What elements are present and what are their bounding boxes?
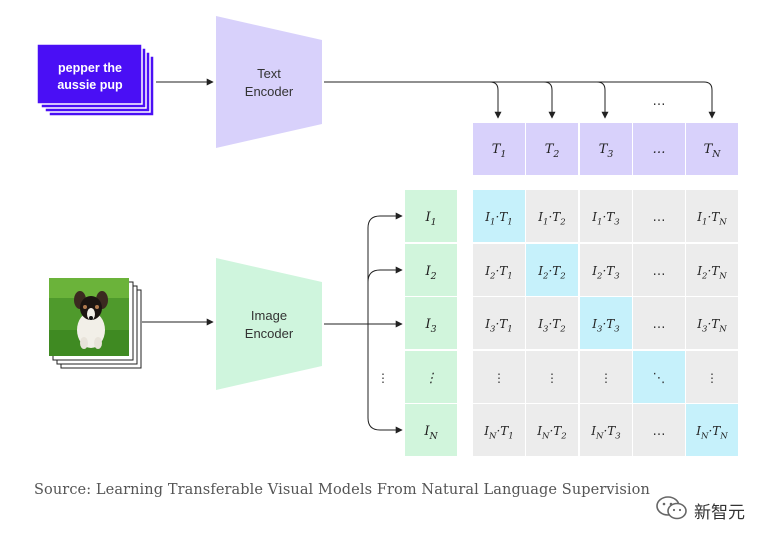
matrix-cell-label: IN·T1 xyxy=(483,424,513,442)
matrix-cell-diagonal xyxy=(686,404,738,456)
matrix-cell-label: … xyxy=(653,264,666,279)
left-ellipsis: ⋮ xyxy=(377,371,389,385)
text-input-stack: pepper the aussie pup xyxy=(36,43,155,117)
watermark: 新智元 xyxy=(652,494,762,524)
matrix-cell xyxy=(686,297,738,349)
dog-photo xyxy=(49,278,129,356)
matrix-cell xyxy=(526,297,578,349)
matrix-cell xyxy=(686,190,738,242)
matrix-cell-label: … xyxy=(653,424,666,439)
text-token-row: T1 T2 T3 … TN xyxy=(473,123,738,175)
text-token-cell xyxy=(473,123,525,175)
matrix-cell-label: … xyxy=(653,210,666,225)
text-token-cell xyxy=(686,123,738,175)
matrix-cell xyxy=(526,190,578,242)
matrix-cell-label: I2·T3 xyxy=(591,264,619,282)
matrix-cell xyxy=(580,190,632,242)
image-token-label: I3 xyxy=(424,317,436,335)
matrix-cell-label: I3·T2 xyxy=(537,317,565,335)
matrix-cell-label: ⋱ xyxy=(653,371,666,386)
text-token-label: T2 xyxy=(545,142,560,160)
image-encoder-line2: Encoder xyxy=(245,326,294,341)
matrix-cell-label: I1·T1 xyxy=(484,210,512,228)
matrix-cell-label: ⋮ xyxy=(493,371,505,385)
image-token-label: IN xyxy=(423,424,438,442)
matrix-cell-label: ⋮ xyxy=(600,371,612,385)
matrix-cell xyxy=(633,244,685,296)
image-token-cell xyxy=(405,297,457,349)
top-ellipsis: … xyxy=(653,94,666,109)
matrix-cell-label: I3·T3 xyxy=(591,317,619,335)
matrix-cell-diagonal xyxy=(580,297,632,349)
matrix-cell-label: I2·T2 xyxy=(537,264,565,282)
source-caption: Source: Learning Transferable Visual Mod… xyxy=(34,482,650,498)
text-input-line1: pepper the xyxy=(58,61,122,75)
matrix-cell-label: ⋮ xyxy=(546,371,558,385)
image-token-label: ⋮ xyxy=(425,371,438,386)
text-token-label: T3 xyxy=(599,142,614,160)
matrix-cell-label: I3·T1 xyxy=(484,317,512,335)
matrix-cell-label: I1·T3 xyxy=(591,210,619,228)
matrix-cell xyxy=(686,351,738,403)
image-encoder: Image Encoder xyxy=(216,258,322,390)
image-token-cell xyxy=(405,244,457,296)
image-token-cell xyxy=(405,190,457,242)
image-input-stack xyxy=(49,278,142,369)
text-encoder-line1: Text xyxy=(257,66,281,81)
text-encoder-line2: Encoder xyxy=(245,84,294,99)
matrix-cell-diagonal xyxy=(473,190,525,242)
matrix-cell xyxy=(526,404,578,456)
text-encoder: Text Encoder xyxy=(216,16,322,148)
matrix-cell xyxy=(580,244,632,296)
text-token-cell xyxy=(580,123,632,175)
matrix-cell xyxy=(580,351,632,403)
text-token-label: T1 xyxy=(492,142,507,160)
matrix-cell xyxy=(526,351,578,403)
matrix-cell xyxy=(633,190,685,242)
matrix-cell-label: ⋮ xyxy=(706,371,718,385)
matrix-cell-label: IN·T2 xyxy=(536,424,566,442)
image-encoder-line1: Image xyxy=(251,308,287,323)
watermark-text: 新智元 xyxy=(694,503,745,523)
text-token-label: … xyxy=(653,142,666,157)
matrix-cell xyxy=(633,404,685,456)
image-token-label: I1 xyxy=(424,210,436,228)
matrix-cell-label: I1·T2 xyxy=(537,210,565,228)
text-token-label: TN xyxy=(704,142,722,160)
matrix-cell-label: I2·TN xyxy=(696,264,727,282)
matrix-cell-label: I2·T1 xyxy=(484,264,512,282)
matrix-cell-label: IN·TN xyxy=(695,424,728,442)
text-token-cell xyxy=(633,123,685,175)
text-input-line2: aussie pup xyxy=(57,78,123,92)
matrix-cell xyxy=(473,244,525,296)
image-feature-arrows xyxy=(324,212,403,434)
image-token-label: I2 xyxy=(424,264,436,282)
matrix-cell-diagonal xyxy=(633,351,685,403)
image-token-cell xyxy=(405,404,457,456)
matrix-cell xyxy=(580,404,632,456)
wechat-icon xyxy=(656,496,687,520)
image-token-cell xyxy=(405,351,457,403)
matrix-cell xyxy=(473,404,525,456)
matrix-cell-label: … xyxy=(653,317,666,332)
text-token-cell xyxy=(526,123,578,175)
matrix-cell xyxy=(633,297,685,349)
similarity-matrix: I1·T1 I1·T2 I1·T3 … I1·TN I2·T1 I2·T2 I2·T3 … I2·… xyxy=(473,190,738,456)
matrix-cell-diagonal xyxy=(526,244,578,296)
matrix-cell-label: IN·T3 xyxy=(590,424,620,442)
matrix-cell-label: I3·TN xyxy=(696,317,727,335)
text-feature-arrows xyxy=(324,81,716,119)
matrix-cell-label: I1·TN xyxy=(696,210,727,228)
matrix-cell xyxy=(686,244,738,296)
matrix-cell xyxy=(473,351,525,403)
matrix-cell xyxy=(473,297,525,349)
